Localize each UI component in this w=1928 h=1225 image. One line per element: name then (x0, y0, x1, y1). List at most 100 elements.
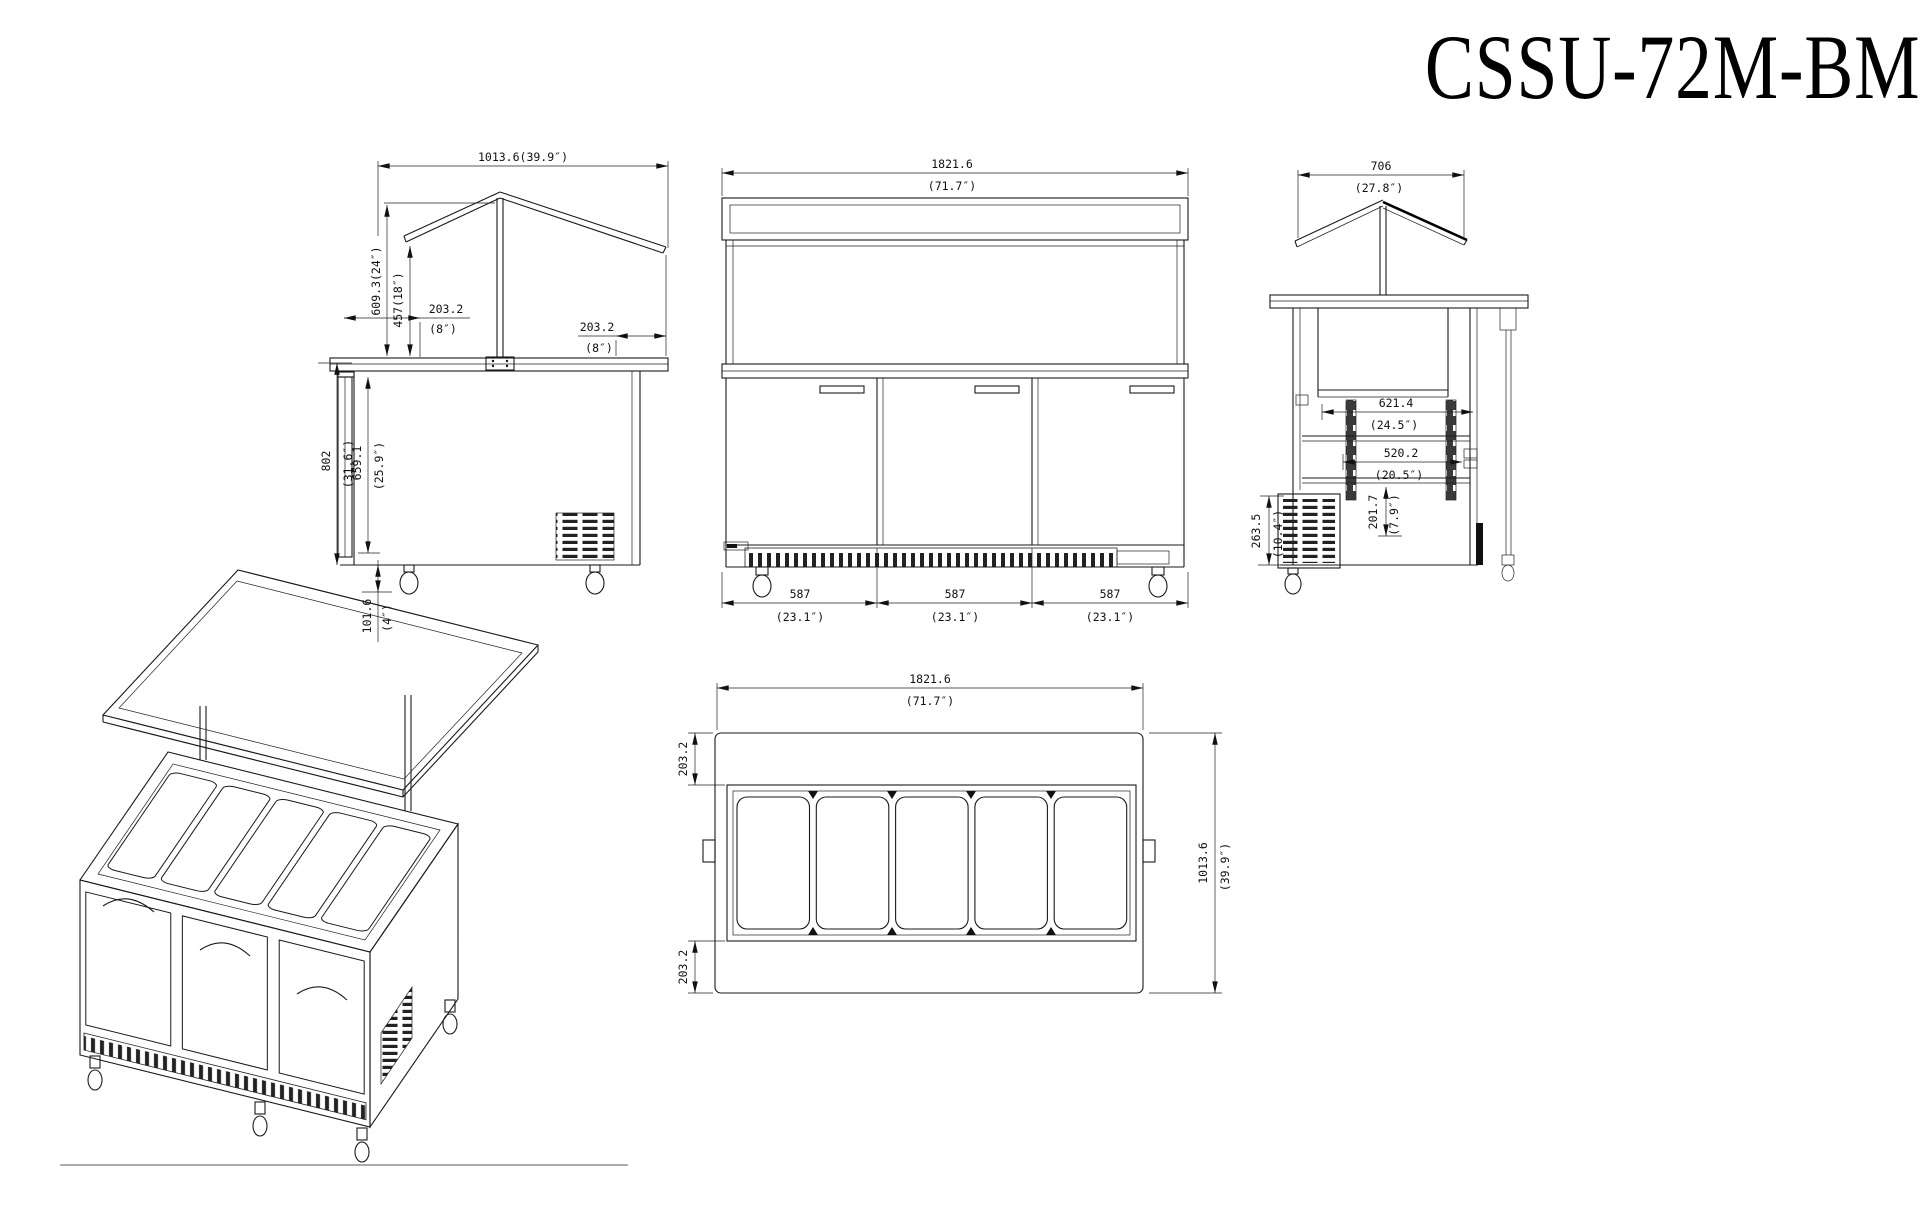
plan-side-tab-right (1142, 839, 1156, 863)
dim-text: 587 (945, 587, 966, 601)
plan-pans (736, 791, 1128, 935)
side-canopy (403, 191, 667, 254)
dim-plan-rail-top: 203.2 (676, 732, 725, 786)
dim-side-overhang-right: 203.2 (8″) (578, 255, 667, 356)
dim-text: 609.3(24″) (369, 246, 383, 315)
isometric-view (60, 569, 628, 1165)
dim-text: 203.2 (429, 302, 464, 316)
plan-pan-5 (1053, 796, 1128, 930)
dim-text: (4″) (380, 604, 394, 632)
dim-text: 520.2 (1384, 446, 1419, 460)
iso-door-2 (182, 916, 267, 1070)
plan-pan-frame (726, 784, 1137, 942)
dim-text: (8″) (585, 341, 613, 355)
dim-end-canopy-depth: 706 (27.8″) (1297, 159, 1465, 238)
side-vent-grille (555, 512, 615, 561)
dim-text: 587 (790, 587, 811, 601)
dim-side-overhang-left: 203.2 (8″) (344, 302, 470, 357)
side-view: 1013.6(39.9″) 609.3(24″) 457(18″) 203.2 … (318, 150, 669, 642)
model-title: CSSU-72M-BM (1424, 16, 1920, 118)
dim-side-leg-height: 101.6 (4″) (360, 560, 394, 642)
dim-text: 263.5 (1249, 514, 1263, 549)
iso-pan-2 (159, 785, 272, 893)
dim-text: 457(18″) (391, 272, 405, 327)
end-shelf-standard-right (1445, 399, 1457, 501)
dim-front-overall-width: 1821.6 (71.7″) (721, 157, 1189, 196)
iso-door-handle-2 (199, 942, 251, 957)
dim-text: (24.5″) (1370, 418, 1418, 432)
iso-door-1 (86, 892, 171, 1046)
dim-text: (39.9″) (1218, 843, 1232, 891)
side-caster-right (585, 564, 605, 595)
front-kick-vent (723, 541, 1184, 568)
dim-text: (71.7″) (906, 694, 954, 708)
dim-text: 1013.6(39.9″) (478, 150, 568, 164)
dim-text: 101.6 (360, 599, 374, 634)
dim-front-door-3: 587 (23.1″) (1032, 572, 1189, 624)
plan-pan-1 (736, 796, 811, 930)
end-caster-left (1284, 567, 1302, 595)
dim-text: 659.1 (350, 446, 364, 481)
dim-text: (7.9″) (1387, 494, 1401, 536)
dim-text: (10.4″) (1271, 510, 1285, 558)
dim-side-overall-depth: 1013.6(39.9″) (377, 150, 669, 248)
dim-text: 201.7 (1366, 495, 1380, 530)
iso-pan-3 (213, 798, 326, 906)
dim-text: (71.7″) (928, 179, 976, 193)
dim-front-door-1: 587 (23.1″) (721, 548, 878, 624)
iso-pan-1 (106, 771, 219, 879)
iso-pan-4 (266, 811, 379, 919)
plan-view: 1821.6 (71.7″) 203.2 203.2 1013.6 (39.9″… (676, 672, 1232, 994)
iso-side-vent (380, 985, 413, 1086)
dim-plan-overall-depth: 1013.6 (39.9″) (1149, 732, 1232, 994)
end-compressor-vent (1277, 493, 1341, 569)
end-counter (1269, 294, 1529, 309)
dim-end-interior-1: 621.4 (24.5″) (1321, 396, 1473, 432)
plan-pan-2 (815, 796, 890, 930)
dim-front-door-2: 587 (23.1″) (877, 548, 1033, 624)
dim-side-canopy-height: 609.3(24″) (369, 202, 495, 356)
iso-kick-vent (83, 1032, 367, 1121)
dim-plan-overall-width: 1821.6 (71.7″) (716, 672, 1144, 730)
dim-text: (31.6″) (341, 440, 355, 488)
dim-side-glass-height: 457(18″) (391, 246, 413, 356)
dim-end-compressor: 263.5 (10.4″) (1249, 495, 1285, 566)
front-caster-right (1148, 566, 1168, 598)
dim-text: 1821.6 (931, 157, 973, 171)
dim-text: 587 (1100, 587, 1121, 601)
dim-text: 1013.6 (1196, 842, 1210, 884)
iso-canopy (101, 569, 540, 798)
dim-text: 621.4 (1379, 396, 1414, 410)
dim-end-interior-2: 520.2 (20.5″) (1342, 446, 1462, 482)
iso-door-handle-3 (296, 986, 348, 1001)
dim-text: 203.2 (676, 742, 690, 777)
dim-text: 203.2 (580, 320, 615, 334)
iso-casters (87, 999, 458, 1163)
dim-text: (23.1″) (931, 610, 979, 624)
side-counter (329, 357, 669, 372)
dim-text: 1821.6 (909, 672, 951, 686)
plan-pan-4 (974, 796, 1048, 930)
front-glass (725, 240, 1185, 364)
dim-text: 802 (319, 451, 333, 472)
front-door-handle-1 (819, 385, 865, 394)
dim-end-clearance: 201.7 (7.9″) (1366, 487, 1402, 537)
front-view: 1821.6 (71.7″) 587 (23.1″) 587 (23.1″) 5… (721, 157, 1189, 624)
dim-text: 706 (1371, 159, 1392, 173)
end-rear-bracket (1499, 307, 1517, 331)
front-canopy (721, 197, 1189, 241)
iso-canopy-posts (199, 695, 412, 811)
dim-text: (23.1″) (776, 610, 824, 624)
iso-door-handle-1 (102, 898, 155, 913)
end-view: 706 (27.8″) 621.4 (24.5″) 520.2 (20.5″) … (1249, 159, 1529, 595)
dim-text: (27.8″) (1355, 181, 1403, 195)
dim-side-body-height: 802 (31.6″) (318, 362, 355, 565)
dim-plan-rail-bottom: 203.2 (676, 940, 725, 994)
dim-side-door-height: 659.1 (25.9″) (350, 377, 386, 554)
front-door-handle-3 (1129, 385, 1175, 394)
iso-front-face (80, 880, 370, 1127)
front-caster-left (752, 566, 772, 598)
dim-text: (25.9″) (372, 442, 386, 490)
